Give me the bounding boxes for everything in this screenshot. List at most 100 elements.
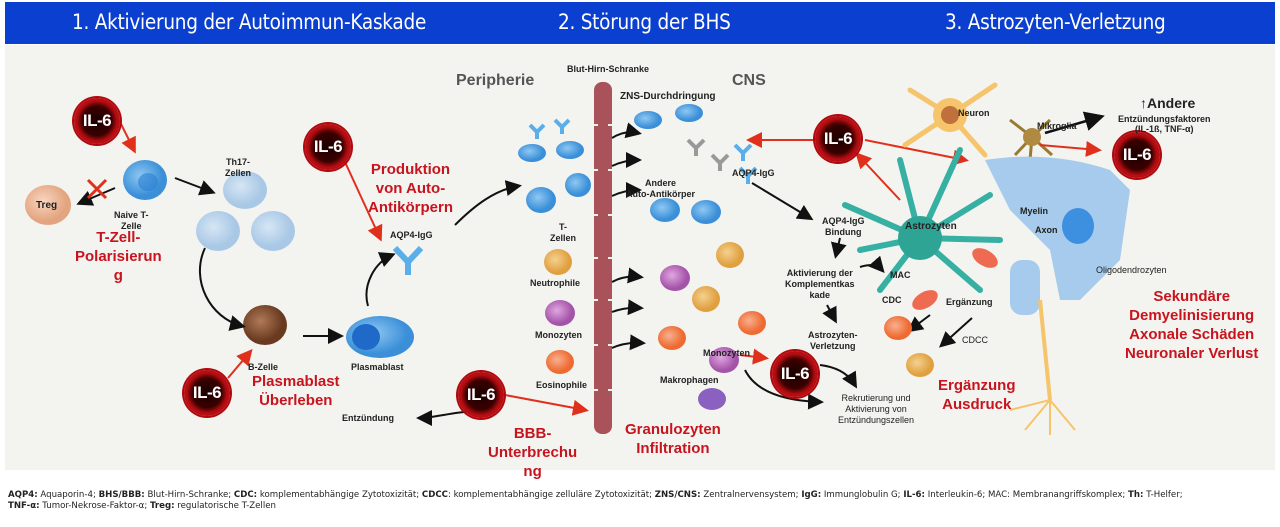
mac-label: MAC: [890, 270, 911, 280]
arrow: [365, 252, 396, 307]
eosinophil: [546, 350, 574, 374]
antibody-cluster: [528, 118, 758, 184]
legend-text: Immunglobulin G;: [821, 490, 904, 500]
legend-abbr: CDCC: [421, 490, 448, 500]
abbreviation-legend: AQP4: Aquaporin-4; BHS/BBB: Blut-Hirn-Sc…: [8, 490, 1278, 512]
legend-entry: AQP4: Aquaporin-4;: [8, 490, 99, 500]
legend-entry: ZNS/CNS: Zentralnervensystem;: [655, 490, 802, 500]
astrocytes-label: Astrozyten: [905, 221, 957, 232]
arrow: [174, 177, 216, 196]
legend-abbr: TNF-α:: [8, 501, 40, 511]
legend-entry: TNF-α: Tumor-Nekrose-Faktor-α;: [8, 501, 150, 511]
aqp4-igg-label: AQP4-IgG: [390, 230, 433, 240]
legend-abbr: AQP4:: [8, 490, 38, 500]
inflammation-label: Entzündung: [342, 413, 394, 423]
legend-abbr: ZNS/CNS:: [654, 490, 701, 500]
il6-badge: IL-6: [458, 372, 504, 418]
microglia-label: Mikroglia: [1037, 121, 1077, 131]
legend-entry: IL-6: Interleukin-6;: [903, 490, 988, 500]
neuron-label: Neuron: [958, 108, 990, 118]
axon-label: Axon: [1035, 225, 1058, 235]
legend-text: T-Helfer;: [1143, 490, 1183, 500]
th17-label: Th17- Zellen: [225, 157, 252, 178]
macrophage: [698, 388, 726, 410]
step-3-title: 3. Astrozyten-Verletzung: [945, 10, 1166, 34]
complement-label: Ergänzung: [946, 297, 993, 307]
neutrophil: [544, 249, 572, 275]
eosinophils-label: Eosinophile: [536, 380, 588, 390]
arrow: [76, 187, 116, 206]
t-cell-polarization-caption: T-Zell- Polarisierun g: [75, 229, 162, 284]
monocyte: [545, 300, 575, 326]
legend-entry: BHS/BBB: Blut-Hirn-Schranke;: [99, 490, 234, 500]
legend-entry: IgG: Immunglobulin G;: [801, 490, 903, 500]
block-x-icon: [86, 178, 108, 200]
monocytes-label: Monozyten: [535, 330, 582, 340]
il6-arrow: [227, 348, 253, 379]
th17-cell: [196, 211, 240, 251]
cns-label: CNS: [732, 72, 766, 89]
other-factors-sub: Entzündungsfaktoren (IL-1ß, TNF-α): [1118, 114, 1211, 134]
cns-penetration-label: ZNS-Durchdringung: [620, 91, 716, 102]
il6-badge: IL-6: [772, 351, 818, 397]
legend-abbr: CDC:: [233, 490, 258, 500]
il6-arrow: [119, 121, 136, 154]
legend-text: Interleukin-6;: [924, 490, 989, 500]
legend-abbr: Th:: [1128, 490, 1144, 500]
periphery-label: Peripherie: [456, 72, 535, 89]
th17-cell: [223, 171, 267, 209]
il6-badge: IL-6: [74, 98, 120, 144]
antibody-icon: [392, 245, 424, 275]
cdcc-label: CDCC: [962, 335, 988, 345]
header-bar: 1. Aktivierung der Autoimmun-Kaskade 2. …: [5, 2, 1275, 44]
granulocyte-infiltration-caption: Granulozyten Infiltration: [625, 421, 721, 457]
legend-text: : komplementabhängige zelluläre Zytotoxi…: [447, 490, 655, 500]
blood-brain-barrier: [594, 82, 612, 434]
naive-t-cell-label: Naive T- Zelle: [114, 210, 149, 231]
b-cell: [243, 305, 287, 345]
step-2-title: 2. Störung der BHS: [558, 10, 731, 34]
legend-entry: MAC: Membranangriffskomplex;: [988, 490, 1128, 500]
aqp4-binding-label: AQP4-IgG Bindung: [822, 216, 865, 237]
oligodendrocyte: [985, 156, 1130, 435]
legend-text: Zentralnervensystem;: [700, 490, 802, 500]
myelin-label: Myelin: [1020, 206, 1049, 216]
il6-badge: IL-6: [184, 370, 230, 416]
barrier-label: Blut-Hirn-Schranke: [567, 64, 650, 74]
complement-activation-label: Aktivierung der Komplementkas kade: [785, 268, 855, 300]
b-cell-label: B-Zelle: [248, 362, 279, 372]
astrocyte-body: [898, 216, 942, 260]
legend-entry: CDC: komplementabhängige Zytotoxizität;: [234, 490, 422, 500]
secondary-damage-caption: Sekundäre Demyelinisierung Axonale Schäd…: [1125, 288, 1259, 362]
complement-expression-caption: Ergänzung Ausdruck: [938, 377, 1016, 413]
legend-abbr: BHS/BBB:: [98, 490, 145, 500]
cdc-label: CDC: [882, 295, 902, 305]
autoantibody-production-caption: Produktion von Auto- Antikörpern: [368, 161, 454, 216]
oligodendrocytes-label: Oligodendrozyten: [1096, 265, 1167, 275]
legend-text: Tumor-Nekrose-Faktor-α;: [39, 501, 150, 511]
plasmablast-survival-caption: Plasmablast Überleben: [252, 373, 340, 409]
legend-text: MAC: Membranangriffskomplex;: [988, 490, 1129, 500]
arrow: [199, 247, 246, 331]
legend-abbr: IL-6:: [903, 490, 925, 500]
treg-cell: [25, 185, 71, 225]
arrow: [454, 180, 522, 226]
recruitment-label: Rekrutierung und Aktivierung von Entzünd…: [838, 393, 915, 425]
aqp4-igg-cns-label: AQP4-IgG: [732, 168, 775, 178]
legend-text: komplementabhängige Zytotoxizität;: [257, 490, 422, 500]
legend-text: Aquaporin-4;: [37, 490, 99, 500]
other-factors-title: ↑Andere: [1140, 95, 1196, 111]
treg-label: Treg: [36, 200, 58, 211]
monocytes-cns-label: Monozyten: [703, 348, 750, 358]
t-cells-label: T- Zellen: [550, 222, 577, 243]
legend-abbr: IgG:: [801, 490, 822, 500]
legend-entry: CDCC: komplementabhängige zelluläre Zyto…: [422, 490, 655, 500]
astrocyte-injury-label: Astrozyten- Verletzung: [808, 330, 858, 351]
other-autoantibodies-label: Andere Auto-Antikörper: [626, 178, 695, 199]
il6-arrow: [344, 161, 383, 242]
il6-badge: IL-6: [815, 116, 861, 162]
th17-cell: [251, 211, 295, 251]
il6-badge: IL-6: [1114, 132, 1160, 178]
il6-arrow: [504, 394, 589, 416]
